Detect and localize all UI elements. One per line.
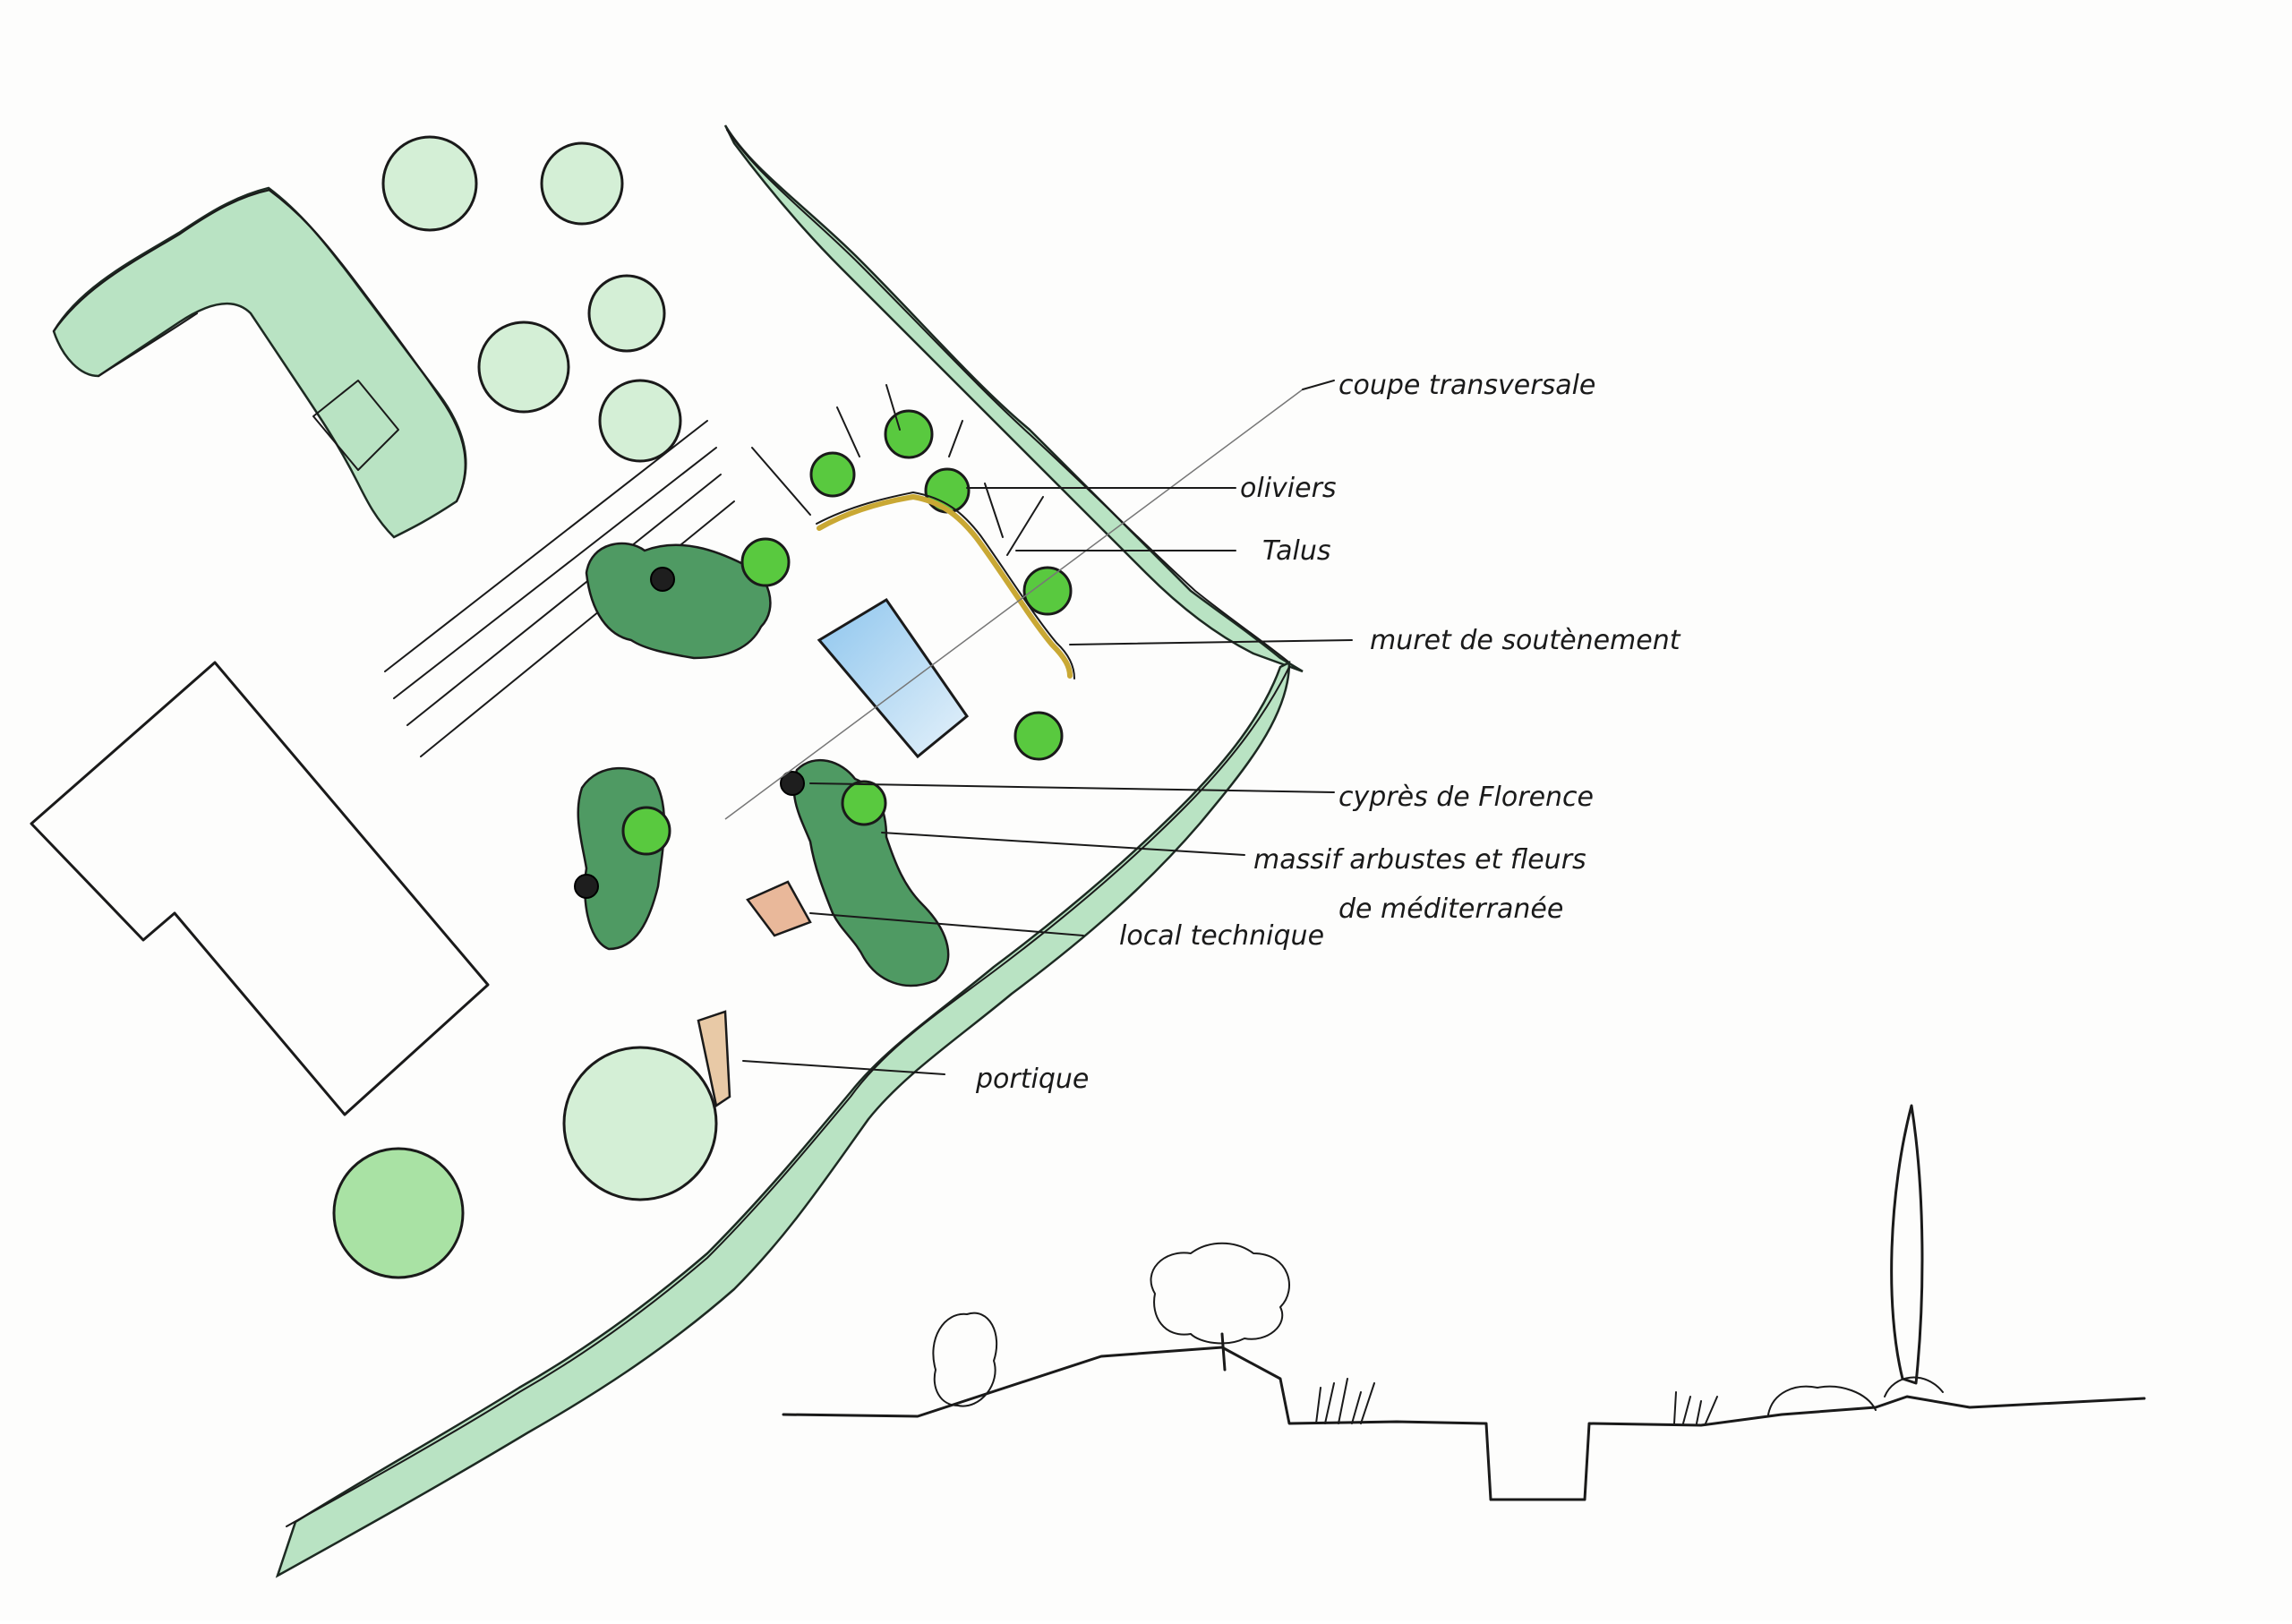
olive-tree — [809, 451, 856, 498]
retaining-wall — [817, 493, 1073, 679]
tree — [381, 135, 478, 232]
section-cypress-base — [1884, 1376, 1944, 1397]
label-coupe-transversale: coupe transversale — [1338, 370, 1595, 401]
olive-tree — [841, 780, 887, 826]
olive-tree — [621, 806, 671, 856]
house-outline — [30, 661, 490, 1116]
olive-tree — [1022, 566, 1073, 616]
trees-top-left — [381, 135, 682, 463]
section-ground-profile — [782, 1346, 2146, 1501]
bottom-boundary-hedge — [275, 660, 1291, 1578]
label-massif-line1: massif arbustes et fleurs — [1253, 844, 1586, 876]
tree — [598, 379, 682, 463]
label-local-technique: local technique — [1119, 920, 1324, 952]
plan-labels: coupe transversale oliviers Talus muret … — [975, 370, 1681, 1095]
tree — [477, 321, 570, 414]
section-grasses-right — [1673, 1391, 1718, 1424]
cypress-tree — [650, 567, 675, 592]
label-massif-line2: de méditerranée — [1338, 893, 1563, 925]
top-right-boundary-hedge — [723, 124, 1304, 673]
small-outbuilding-outline — [312, 380, 399, 471]
local-technique-building — [746, 880, 812, 937]
olive-tree — [1013, 711, 1064, 761]
section-olive-tree — [1150, 1242, 1290, 1345]
tree — [587, 274, 666, 353]
section-bush-right — [1767, 1385, 1877, 1415]
section-cypress — [1890, 1104, 1924, 1385]
cypress-tree — [780, 771, 805, 796]
portique-structure — [697, 1010, 731, 1108]
top-left-hedge — [52, 186, 467, 539]
cypress-trees — [574, 567, 805, 899]
section-cut-line — [724, 389, 1304, 820]
olive-tree — [924, 467, 971, 514]
tree — [332, 1147, 465, 1279]
label-talus: Talus — [1262, 535, 1331, 567]
driveway-lines — [384, 420, 735, 757]
section-grasses-left — [1315, 1378, 1375, 1424]
label-portique: portique — [975, 1064, 1089, 1095]
label-cypres: cyprès de Florence — [1338, 782, 1594, 813]
cypress-tree — [574, 874, 599, 899]
massif-west — [577, 766, 666, 951]
cross-section — [782, 1104, 2146, 1501]
massif-north — [585, 542, 772, 660]
talus-hatching — [751, 384, 1044, 556]
olive-tree — [884, 409, 934, 459]
label-muret: muret de soutènement — [1370, 625, 1681, 656]
tree — [562, 1046, 718, 1201]
olive-tree — [740, 537, 791, 587]
trees-bottom-left — [332, 1046, 718, 1279]
section-shrub-left — [932, 1312, 998, 1407]
massif-shrubs — [577, 542, 950, 987]
tree — [540, 141, 624, 226]
retaining-wall-outline — [816, 491, 1075, 680]
label-oliviers: oliviers — [1240, 473, 1337, 504]
pool — [817, 597, 970, 759]
leader-lines — [742, 380, 1353, 1075]
